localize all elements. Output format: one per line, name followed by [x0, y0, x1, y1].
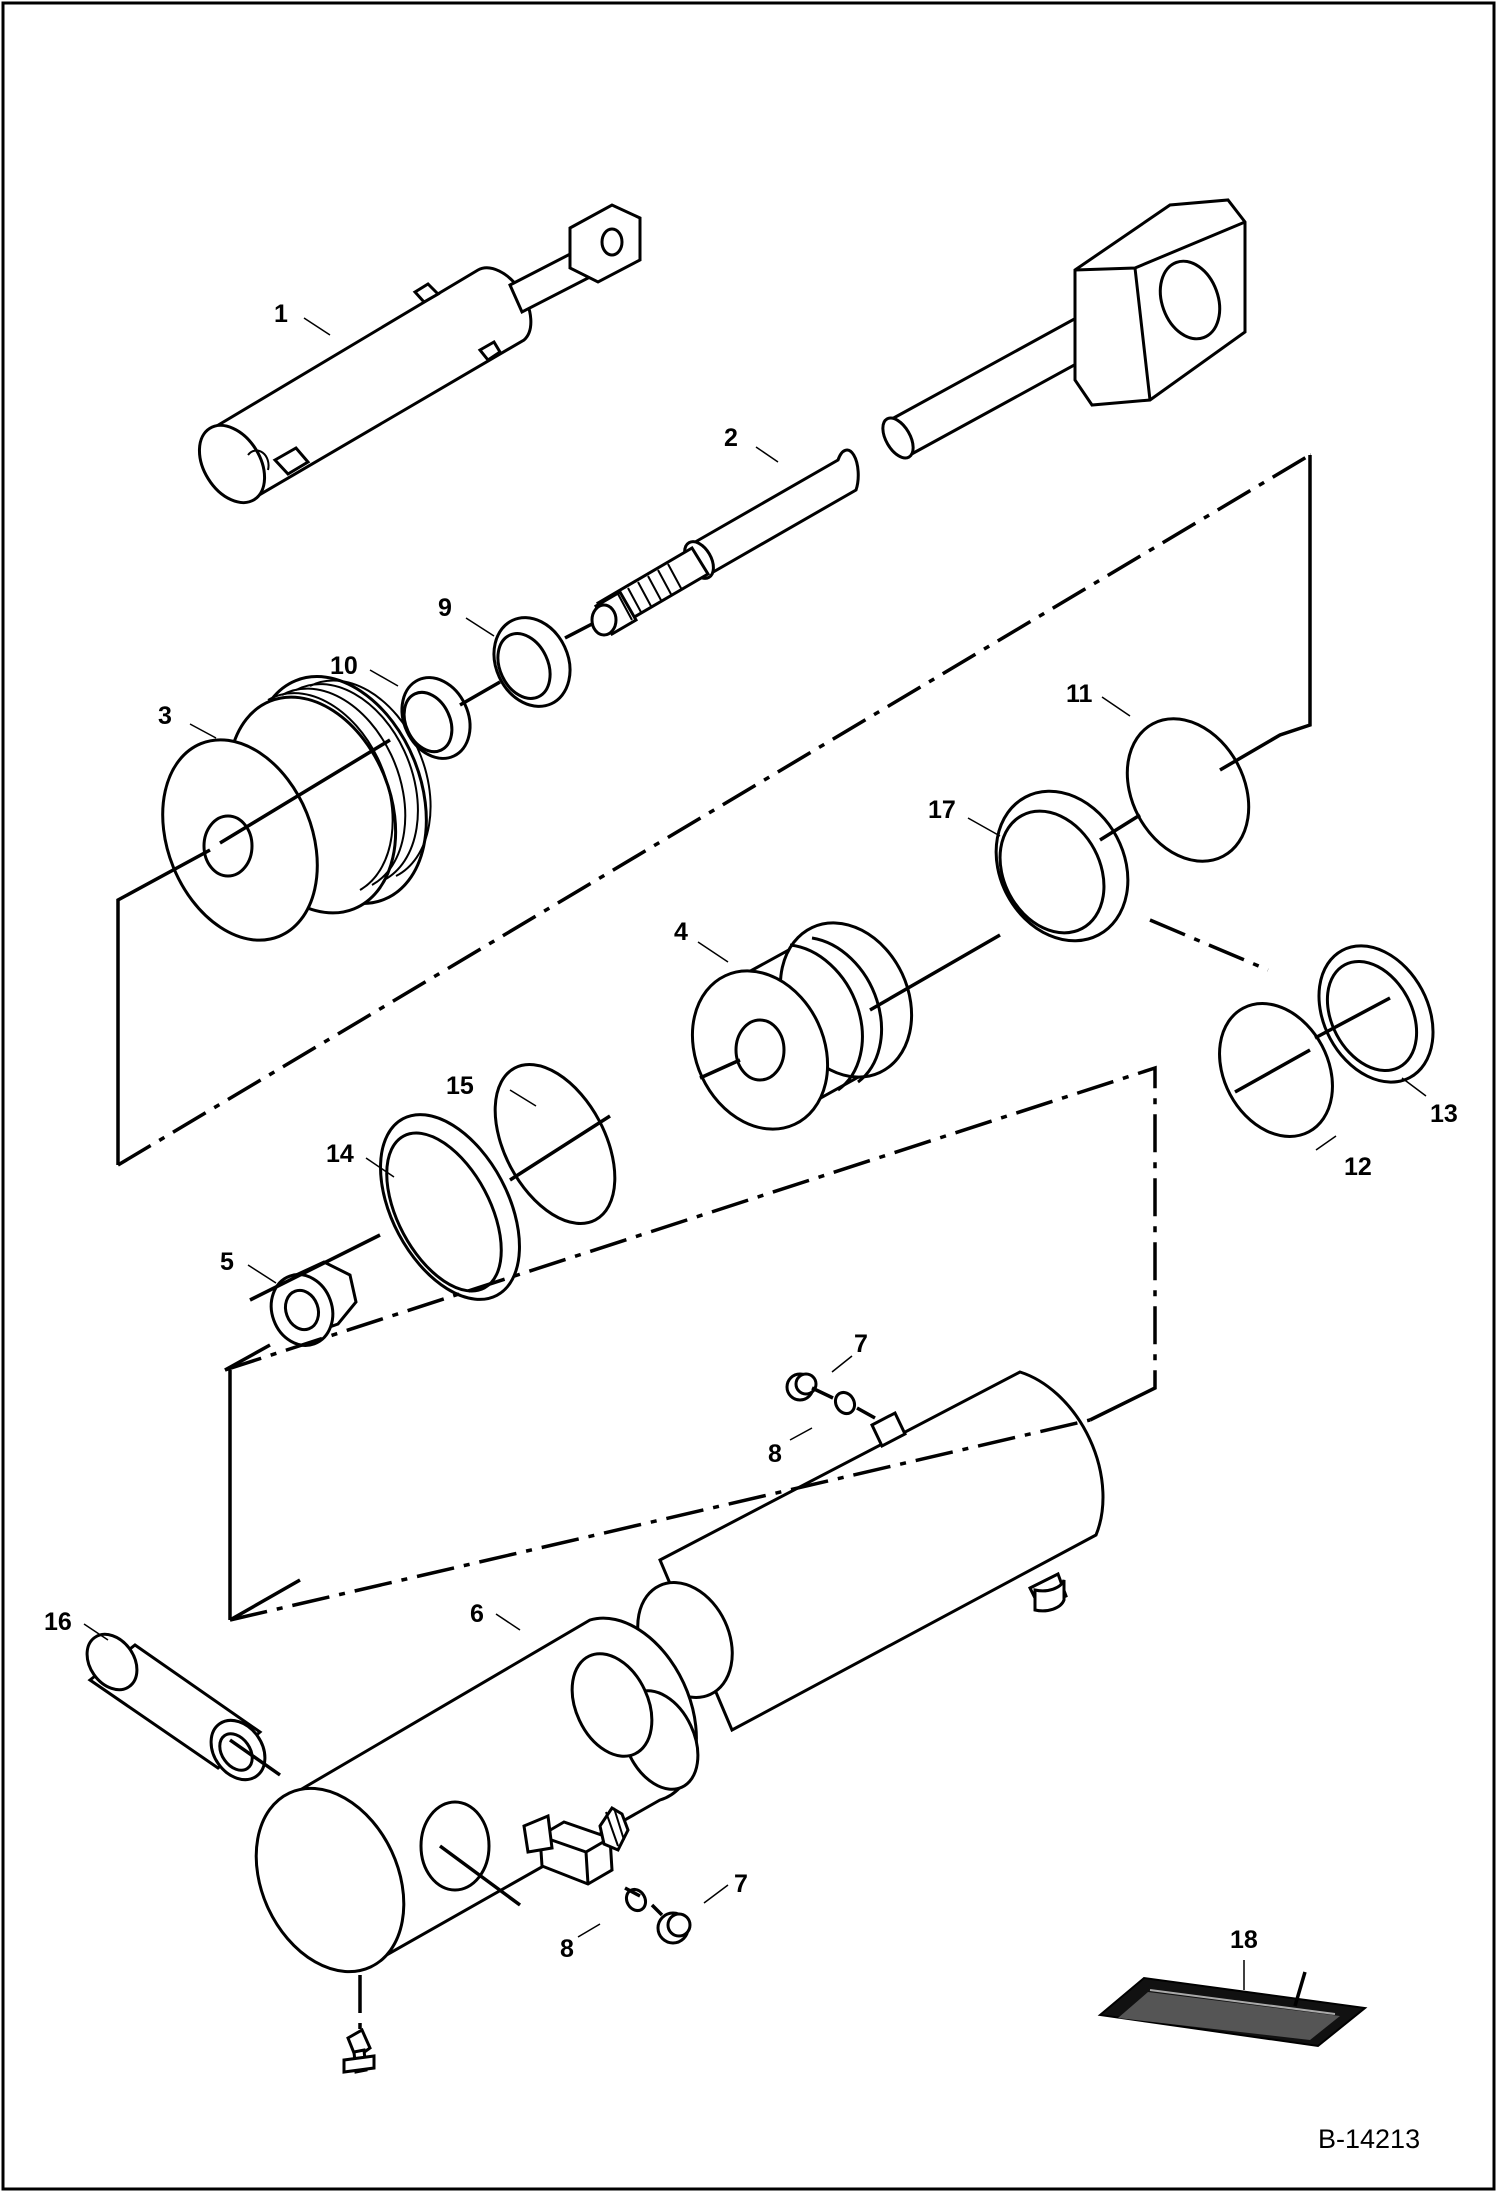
callout-13: 13: [1430, 1100, 1458, 1128]
part-3-gland: [161, 675, 432, 942]
callout-8-upper: 8: [768, 1440, 782, 1468]
callout-15: 15: [446, 1072, 474, 1100]
part-7-plug-lower: [656, 1911, 692, 1945]
callout-5: 5: [220, 1248, 234, 1276]
part-9-seal: [492, 616, 572, 708]
part-4-piston: [690, 921, 914, 1131]
callout-10: 10: [330, 652, 358, 680]
part-14-seal: [379, 1113, 521, 1301]
callout-3: 3: [158, 702, 172, 730]
part-1-cylinder-assembly: [197, 203, 642, 505]
part-17-backup-ring: [994, 789, 1130, 943]
part-18-kit-packet: [1097, 1976, 1368, 2048]
callout-12: 12: [1344, 1153, 1372, 1181]
part-7-plug-upper: [785, 1372, 818, 1402]
callout-2: 2: [724, 424, 738, 452]
part-15-o-ring: [493, 1063, 617, 1225]
callout-14: 14: [326, 1140, 354, 1168]
callout-7-lower: 7: [734, 1870, 748, 1898]
grease-fitting: [342, 2027, 376, 2074]
assembly-phantom-lines: [117, 453, 1311, 1622]
callout-18: 18: [1230, 1926, 1258, 1954]
callout-16: 16: [44, 1608, 72, 1636]
part-8-o-ring-upper: [833, 1390, 857, 1416]
part-12-o-ring: [1218, 1002, 1334, 1138]
assembly-axis-lines: [116, 455, 1391, 2030]
callout-leaders: [83, 317, 1427, 1990]
callout-1: 1: [274, 300, 288, 328]
callout-17: 17: [928, 796, 956, 824]
callout-4: 4: [674, 918, 688, 946]
callout-8-lower: 8: [560, 1935, 574, 1963]
part-13-backup-ring: [1317, 944, 1435, 1084]
callout-9: 9: [438, 594, 452, 622]
part-5-lock-nut: [269, 1260, 358, 1347]
callout-6: 6: [470, 1600, 484, 1628]
callout-11: 11: [1066, 680, 1093, 708]
diagram-reference-code: B-14213: [1318, 2124, 1420, 2154]
callout-7-upper: 7: [854, 1330, 868, 1358]
part-16-bushing: [85, 1632, 267, 1782]
part-10-wiper: [400, 676, 472, 760]
callout-labels: 1 2 3 4 5 6 7 7 8 8 9 10 11 12 13 14 15 …: [44, 300, 1458, 1963]
part-2-piston-rod: [590, 198, 1247, 637]
